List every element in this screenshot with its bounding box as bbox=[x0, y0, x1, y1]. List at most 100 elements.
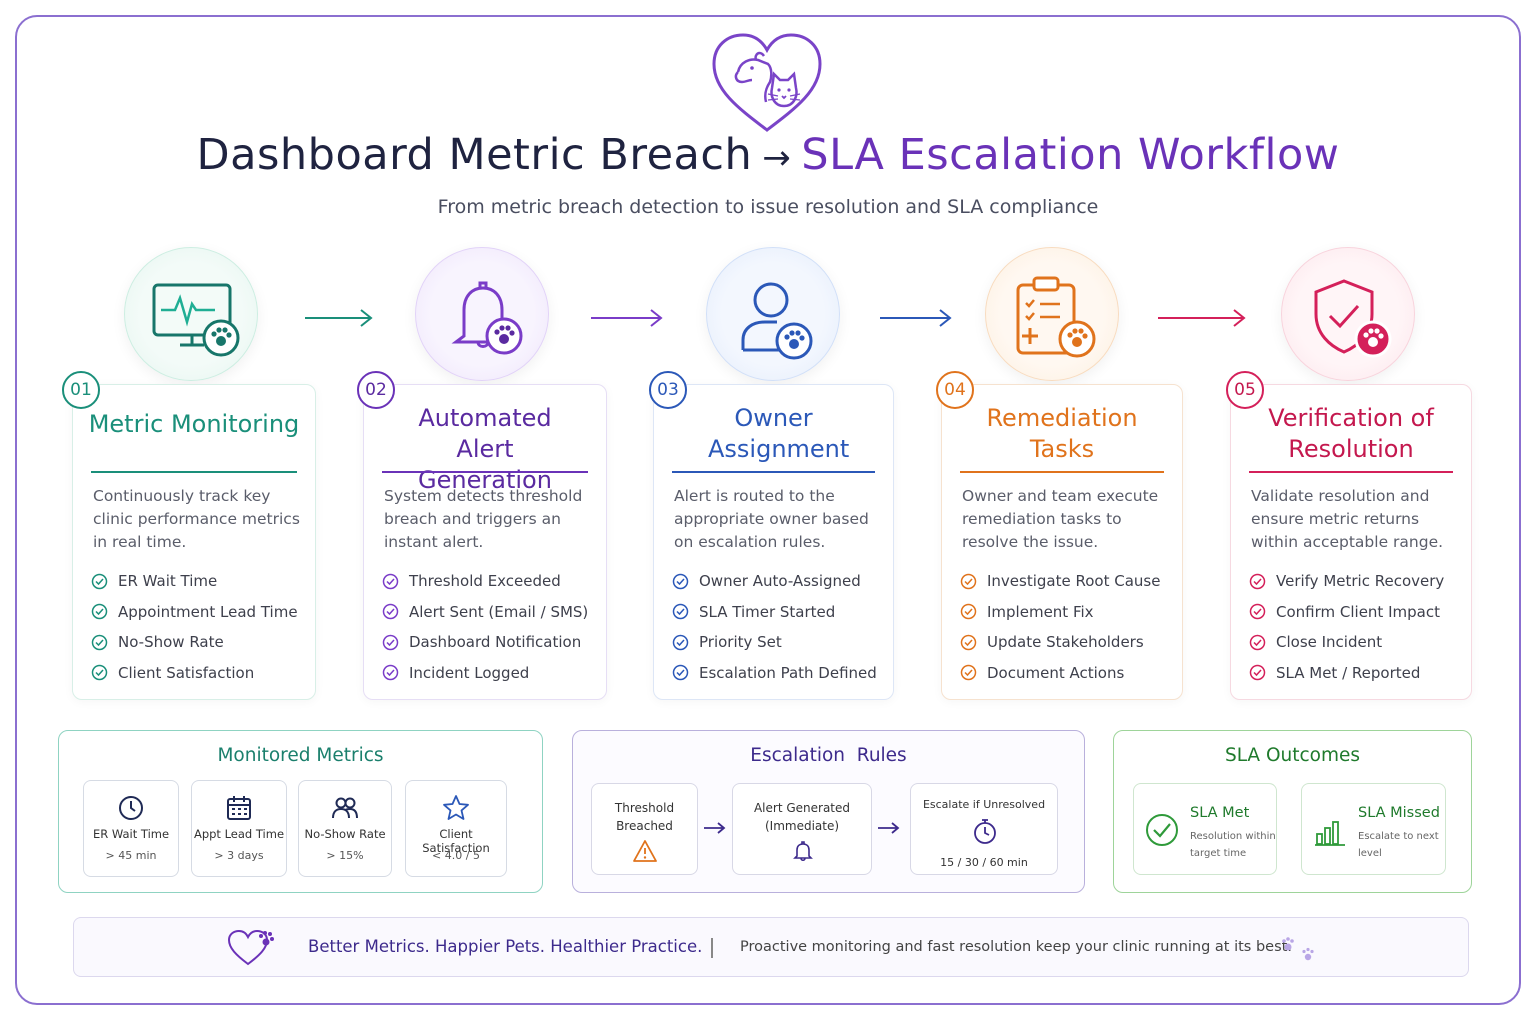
metric-tile-er-wait: ER Wait Time > 45 min bbox=[83, 780, 179, 877]
step-5-circle bbox=[1281, 247, 1415, 381]
users-icon bbox=[332, 797, 358, 819]
step-card-4: Remediation Tasks Owner and team execute… bbox=[941, 384, 1183, 700]
step-5-title: Verification of Resolution bbox=[1268, 404, 1434, 463]
list-item: Implement Fix bbox=[960, 597, 1174, 628]
step-card-3: Owner Assignment Alert is routed to the … bbox=[653, 384, 894, 700]
list-item: Threshold Exceeded bbox=[382, 566, 598, 597]
check-circle-icon bbox=[960, 665, 977, 681]
step-1-number: 01 bbox=[62, 371, 100, 409]
check-circle-icon bbox=[91, 665, 108, 681]
monitored-metrics-panel: Monitored Metrics ER Wait Time > 45 min … bbox=[58, 730, 543, 893]
list-item: Verify Metric Recovery bbox=[1249, 566, 1463, 597]
check-circle-icon bbox=[382, 604, 399, 620]
heart-paw-icon bbox=[227, 929, 274, 966]
step-2-description: System detects threshold breach and trig… bbox=[384, 487, 583, 551]
step-5-divider bbox=[1249, 471, 1453, 473]
clipboard-checklist-icon bbox=[1016, 276, 1096, 358]
metric-tile-label: No-Show Rate bbox=[304, 827, 386, 841]
banner-separator bbox=[711, 938, 713, 958]
step-1-circle bbox=[124, 247, 258, 381]
escalation-rules-panel: Escalation Rules Threshold Breached Aler… bbox=[572, 730, 1085, 893]
flow-arrow-3 bbox=[880, 309, 952, 327]
rule-escalate-unresolved: Escalate if Unresolved 15 / 30 / 60 min bbox=[910, 783, 1058, 875]
check-circle-icon bbox=[91, 573, 108, 589]
list-item-label: Document Actions bbox=[987, 663, 1125, 682]
step-4-description: Owner and team execute remediation tasks… bbox=[962, 487, 1159, 551]
list-item-label: Priority Set bbox=[699, 633, 782, 652]
rule-line-2: (Immediate) bbox=[764, 819, 840, 833]
step-3-checklist: Owner Auto-Assigned SLA Timer Started Pr… bbox=[672, 566, 885, 688]
rule-alert-generated: Alert Generated (Immediate) bbox=[732, 783, 872, 875]
check-circle-icon bbox=[1249, 604, 1266, 620]
check-circle-icon bbox=[672, 573, 689, 589]
list-item-label: No-Show Rate bbox=[118, 633, 224, 652]
user-icon bbox=[741, 282, 813, 360]
flow-arrow-4 bbox=[1158, 309, 1246, 327]
check-circle-icon bbox=[960, 634, 977, 650]
metric-tile-value: > 15% bbox=[326, 849, 364, 862]
rule-line-1: Escalate if Unresolved bbox=[922, 798, 1046, 811]
step-5-checklist: Verify Metric Recovery Confirm Client Im… bbox=[1249, 566, 1463, 688]
list-item: Dashboard Notification bbox=[382, 627, 598, 658]
list-item: SLA Timer Started bbox=[672, 597, 885, 628]
check-circle-icon bbox=[91, 604, 108, 620]
metric-tile-value: > 3 days bbox=[214, 849, 264, 862]
monitor-heartbeat-icon bbox=[152, 283, 240, 357]
check-circle-icon bbox=[672, 634, 689, 650]
title-part1: Dashboard Metric Breach bbox=[196, 130, 753, 180]
list-item-label: Owner Auto-Assigned bbox=[699, 572, 861, 591]
list-item: Escalation Path Defined bbox=[672, 658, 885, 689]
banner-text: Proactive monitoring and fast resolution… bbox=[740, 939, 1292, 955]
step-3-circle bbox=[706, 247, 840, 381]
list-item-label: Escalation Path Defined bbox=[699, 663, 877, 682]
step-1-description: Continuously track key clinic performanc… bbox=[93, 487, 300, 551]
list-item-label: SLA Timer Started bbox=[699, 602, 836, 621]
step-2-checklist: Threshold Exceeded Alert Sent (Email / S… bbox=[382, 566, 598, 688]
list-item: Document Actions bbox=[960, 658, 1174, 689]
clock-icon bbox=[119, 796, 143, 820]
check-circle-icon bbox=[672, 665, 689, 681]
list-item: SLA Met / Reported bbox=[1249, 658, 1463, 689]
step-2-circle bbox=[415, 247, 549, 381]
list-item-label: Close Incident bbox=[1276, 633, 1383, 652]
page-subtitle: From metric breach detection to issue re… bbox=[437, 196, 1099, 218]
list-item: Update Stakeholders bbox=[960, 627, 1174, 658]
list-item: No-Show Rate bbox=[91, 627, 307, 658]
flow-arrow-2 bbox=[591, 309, 663, 327]
paw-prints-icon bbox=[1282, 937, 1314, 961]
check-circle-icon bbox=[960, 604, 977, 620]
calendar-icon bbox=[227, 796, 251, 820]
check-circle-icon bbox=[672, 604, 689, 620]
step-1-checklist: ER Wait Time Appointment Lead Time No-Sh… bbox=[91, 566, 307, 688]
metric-tile-label: ER Wait Time bbox=[92, 827, 170, 841]
list-item: Owner Auto-Assigned bbox=[672, 566, 885, 597]
step-card-2: Automated Alert Generation System detect… bbox=[363, 384, 607, 700]
list-item: Incident Logged bbox=[382, 658, 598, 689]
check-circle-icon bbox=[91, 634, 108, 650]
list-item-label: Verify Metric Recovery bbox=[1276, 572, 1445, 591]
list-item: Close Incident bbox=[1249, 627, 1463, 658]
step-3-number: 03 bbox=[649, 371, 687, 409]
list-item: Priority Set bbox=[672, 627, 885, 658]
heart-dog-cat-icon bbox=[712, 33, 822, 132]
bell-icon bbox=[451, 281, 523, 355]
flow-arrow-1 bbox=[305, 309, 373, 327]
list-item-label: Update Stakeholders bbox=[987, 633, 1144, 652]
step-4-number: 04 bbox=[936, 371, 974, 409]
page-title: Dashboard Metric Breach→SLA Escalation W… bbox=[0, 130, 1536, 180]
star-icon bbox=[443, 795, 469, 820]
step-3-title: Owner Assignment bbox=[708, 404, 850, 463]
list-item-label: Dashboard Notification bbox=[409, 633, 582, 652]
rule-threshold-breached: Threshold Breached bbox=[591, 783, 698, 875]
rule-line-1: Alert Generated bbox=[753, 801, 851, 815]
sla-met-box: SLA Met Resolution within target time bbox=[1133, 783, 1277, 875]
bell-icon bbox=[793, 841, 813, 862]
sla-missed-description: Escalate to next level bbox=[1358, 831, 1439, 859]
sla-outcomes-title: SLA Outcomes bbox=[1224, 745, 1361, 766]
bar-chart-icon bbox=[1315, 821, 1345, 846]
check-circle-icon bbox=[960, 573, 977, 589]
list-item-label: Incident Logged bbox=[409, 663, 530, 682]
shield-check-icon bbox=[1314, 279, 1392, 358]
rule-arrow-2 bbox=[878, 822, 900, 834]
step-5-description: Validate resolution and ensure metric re… bbox=[1251, 487, 1444, 551]
